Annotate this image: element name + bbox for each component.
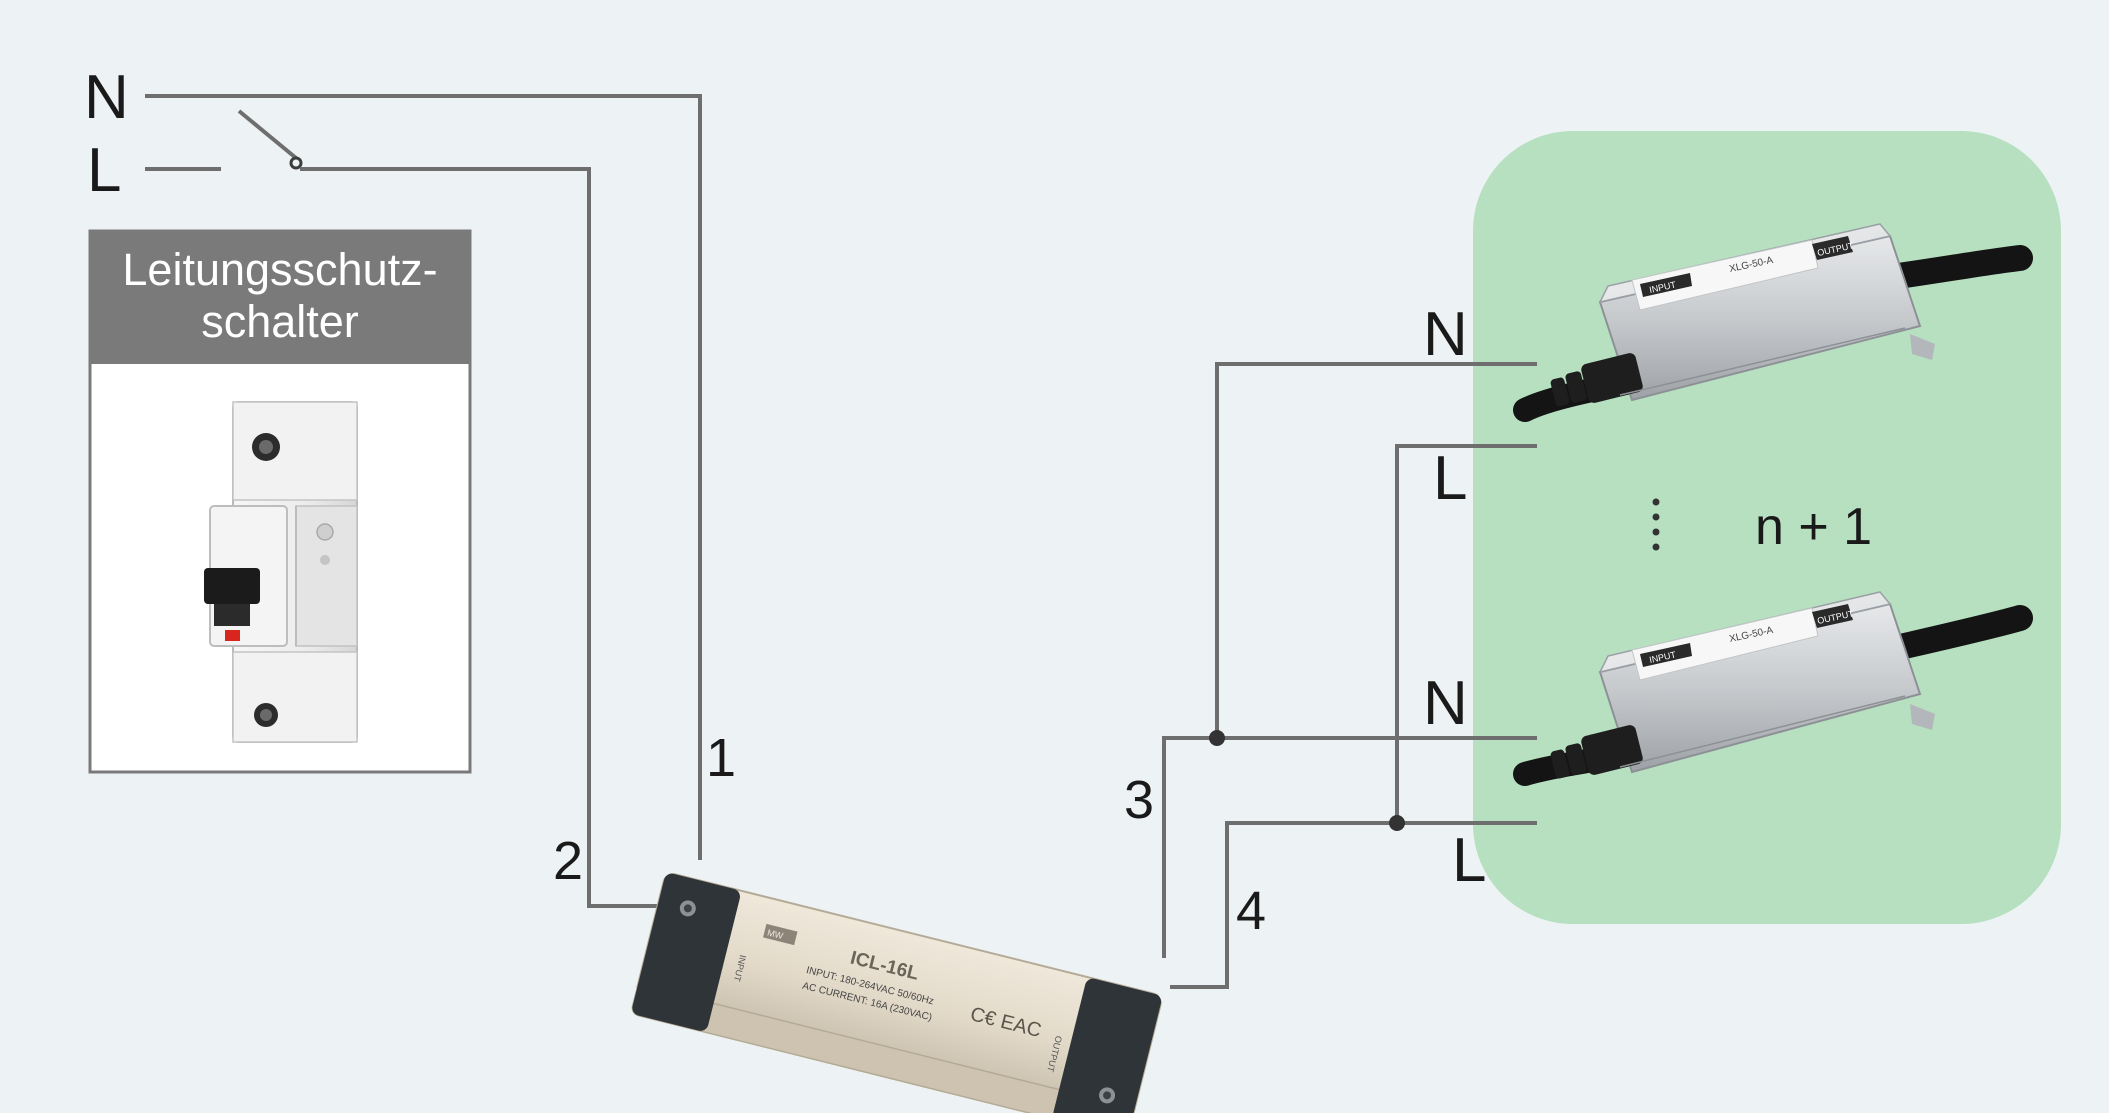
mains-n-label: N	[84, 63, 129, 132]
led-driver-bottom: INPUT OUTPUT XLG-50-A	[1513, 591, 2033, 786]
breaker-title-line2: schalter	[201, 296, 359, 347]
more-drivers-ellipsis	[1652, 498, 1660, 551]
mains-l-label: L	[87, 136, 121, 205]
icl-output-cap	[1053, 978, 1162, 1113]
wire-1-neutral	[145, 94, 702, 860]
wire-number-4: 4	[1236, 881, 1266, 941]
switch-blade	[237, 109, 298, 160]
wire-3-neutral-out	[1162, 736, 1537, 958]
icl-input-cap	[632, 873, 740, 1031]
circuit-breaker-image	[204, 401, 358, 743]
breaker-toggle	[204, 568, 260, 604]
switch-contact	[289, 156, 303, 170]
breaker-header	[90, 231, 470, 364]
breaker-title-line1: Leitungsschutz-	[122, 244, 437, 295]
wire-number-1: 1	[706, 728, 736, 788]
driver-bottom-n-label: N	[1423, 669, 1468, 738]
status-indicator	[225, 630, 240, 641]
icl-16l-device: INPUT OUTPUT MW ICL-16L INPUT: 180-264VA…	[631, 873, 1162, 1113]
wire-number-2: 2	[553, 831, 583, 891]
wire-number-3: 3	[1124, 770, 1154, 830]
icl-brand: MW	[766, 927, 784, 941]
driver-top-l-label: L	[1433, 444, 1467, 513]
driver-count-label: n + 1	[1755, 498, 1872, 556]
junction-node-n	[1209, 730, 1225, 746]
breaker-card: Leitungsschutz- schalter	[88, 229, 472, 774]
wire-4-line-out	[1170, 821, 1537, 989]
driver-top-n-label: N	[1423, 300, 1468, 369]
wire-l-top-branch	[1395, 444, 1537, 825]
wire-n-top-branch	[1215, 362, 1537, 740]
driver-bottom-l-label: L	[1452, 826, 1486, 895]
led-driver-top: INPUT OUTPUT XLG-50-A	[1513, 223, 2033, 422]
wire-2-line	[300, 167, 678, 908]
junction-node-l	[1389, 815, 1405, 831]
